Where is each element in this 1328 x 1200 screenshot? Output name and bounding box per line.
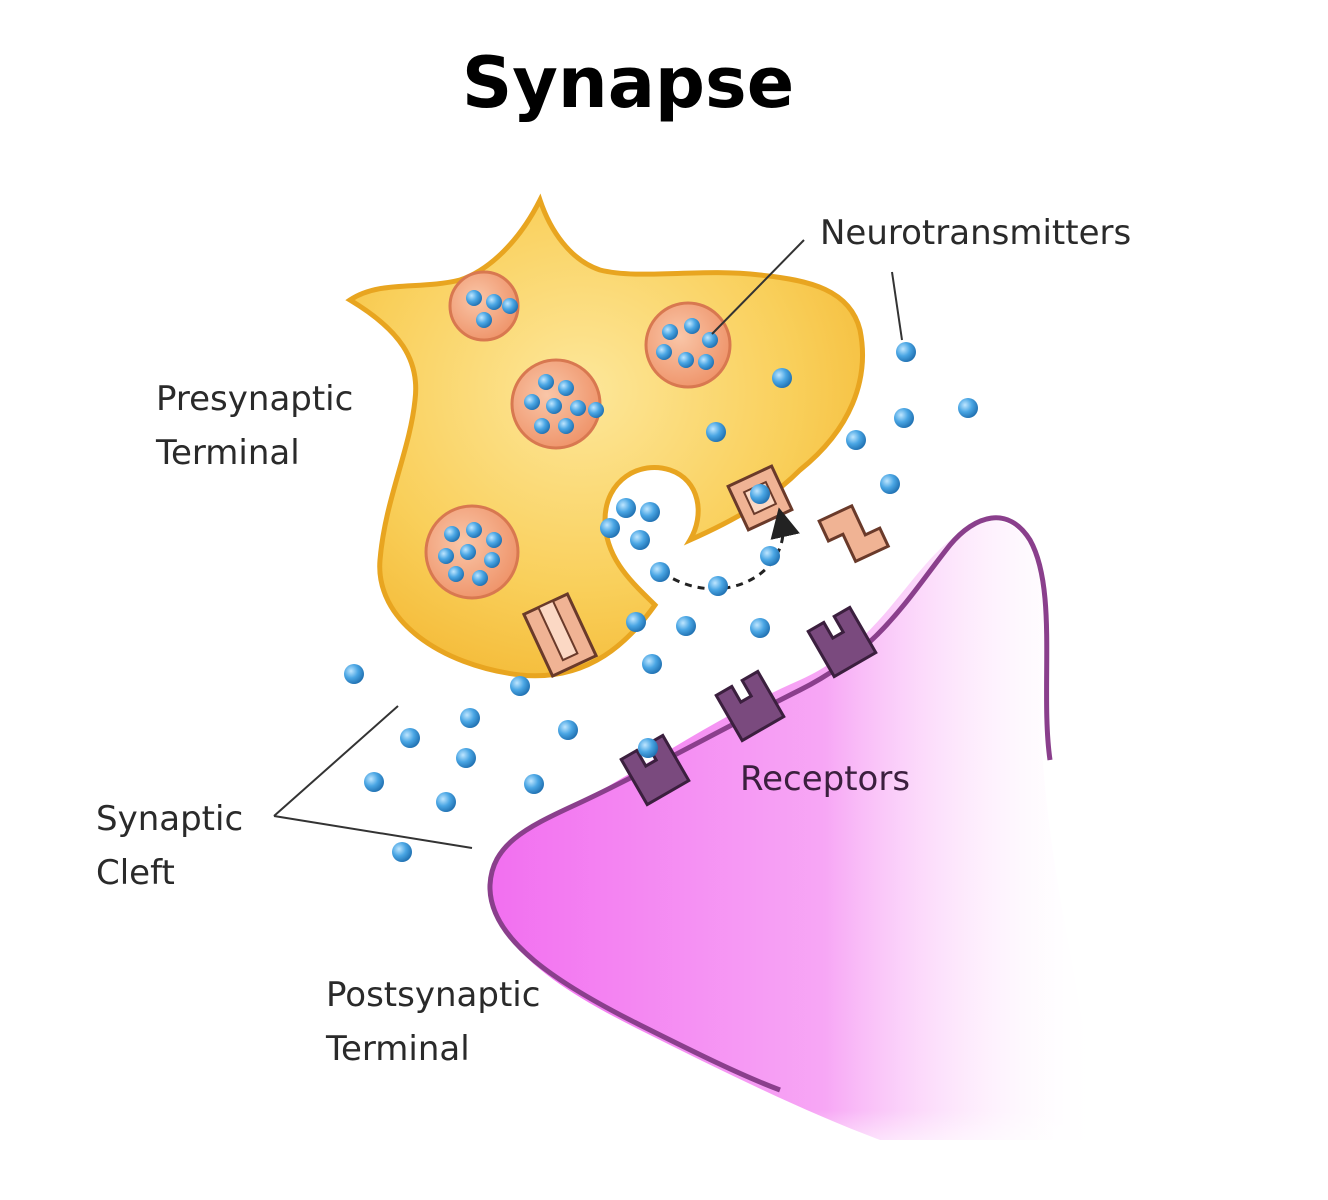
label-presynaptic-line2: Terminal: [155, 433, 300, 473]
pointer-lines: [273, 239, 903, 849]
neurotransmitter: [880, 474, 900, 494]
receptor: [806, 605, 878, 679]
neurotransmitter: [588, 402, 604, 418]
neurotransmitter: [534, 418, 550, 434]
neurotransmitter: [524, 774, 544, 794]
neurotransmitter: [486, 532, 502, 548]
transporter: [521, 592, 599, 678]
label-receptors: Receptors: [740, 759, 910, 799]
neurotransmitter: [846, 430, 866, 450]
neurotransmitter: [638, 738, 658, 758]
reuptake-arrow: [661, 507, 800, 591]
neurotransmitter: [750, 618, 770, 638]
neurotransmitter: [642, 654, 662, 674]
neurotransmitter: [466, 522, 482, 538]
neurotransmitter: [456, 748, 476, 768]
neurotransmitter: [472, 570, 488, 586]
neurotransmitters-pointer-free: [891, 271, 903, 341]
neurotransmitter: [702, 332, 718, 348]
neurotransmitter: [476, 312, 492, 328]
neurotransmitter: [546, 398, 562, 414]
neurotransmitter: [656, 344, 672, 360]
neurotransmitter: [466, 290, 482, 306]
transporter: [817, 503, 891, 564]
neurotransmitter: [524, 394, 540, 410]
label-postsynaptic-line2: Terminal: [325, 1029, 470, 1069]
neurotransmitter: [400, 728, 420, 748]
neurotransmitter: [894, 408, 914, 428]
neurotransmitter: [510, 676, 530, 696]
neurotransmitter: [438, 548, 454, 564]
receptor: [714, 669, 786, 743]
neurotransmitter: [436, 792, 456, 812]
neurotransmitter: [538, 374, 554, 390]
neurotransmitter: [448, 566, 464, 582]
free-neurotransmitters: [344, 342, 978, 862]
neurotransmitter: [698, 354, 714, 370]
neurotransmitter: [630, 530, 650, 550]
neurotransmitter: [616, 498, 636, 518]
label-postsynaptic-line1: Postsynaptic: [326, 975, 540, 1015]
neurotransmitter: [640, 502, 660, 522]
neurotransmitter: [344, 664, 364, 684]
neurotransmitter: [484, 552, 500, 568]
neurotransmitter: [676, 616, 696, 636]
neurotransmitter: [558, 380, 574, 396]
neurotransmitter: [772, 368, 792, 388]
neurotransmitter: [558, 418, 574, 434]
diagram-title: Synapse: [462, 42, 794, 124]
postsynaptic-terminal: [480, 515, 1180, 1170]
neurotransmitter: [364, 772, 384, 792]
neurotransmitter: [750, 484, 770, 504]
label-synaptic-cleft-line2: Cleft: [96, 853, 175, 893]
vesicle-neurotransmitters: [438, 290, 718, 586]
neurotransmitter: [392, 842, 412, 862]
neurotransmitter: [570, 400, 586, 416]
neurotransmitter: [650, 562, 670, 582]
label-synaptic-cleft-line1: Synaptic: [96, 799, 243, 839]
neurotransmitters-pointer-vesicle: [711, 239, 805, 335]
label-presynaptic-line1: Presynaptic: [156, 379, 353, 419]
synaptic-cleft-pointer-upper: [273, 705, 399, 817]
neurotransmitter: [486, 294, 502, 310]
neurotransmitter: [626, 612, 646, 632]
receptor-group: [619, 605, 878, 807]
label-neurotransmitters: Neurotransmitters: [820, 213, 1131, 253]
neurotransmitter: [684, 318, 700, 334]
neurotransmitter: [958, 398, 978, 418]
neurotransmitter: [760, 546, 780, 566]
neurotransmitter: [708, 576, 728, 596]
presynaptic-terminal: [345, 193, 865, 679]
neurotransmitter: [502, 298, 518, 314]
neurotransmitter: [600, 518, 620, 538]
neurotransmitter: [678, 352, 694, 368]
neurotransmitter: [460, 544, 476, 560]
neurotransmitter: [896, 342, 916, 362]
neurotransmitter: [444, 526, 460, 542]
neurotransmitter: [662, 324, 678, 340]
vesicle: [644, 301, 732, 389]
neurotransmitter: [460, 708, 480, 728]
neurotransmitter: [706, 422, 726, 442]
neurotransmitter: [558, 720, 578, 740]
synaptic-cleft-pointer-lower: [273, 815, 473, 849]
